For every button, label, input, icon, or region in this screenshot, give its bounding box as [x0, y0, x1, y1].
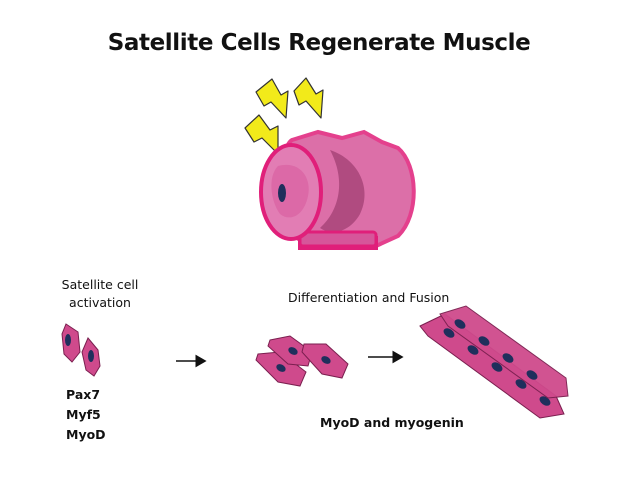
myotube — [419, 313, 565, 419]
myoblast-cell — [301, 343, 349, 379]
satellite-cell — [81, 337, 101, 377]
nucleus-icon — [539, 396, 551, 406]
nucleus-icon — [478, 336, 490, 346]
lightning-icon — [293, 77, 324, 119]
lightning-icon — [244, 114, 279, 155]
marker-myod: MyoD — [66, 427, 106, 442]
marker-pax7: Pax7 — [66, 387, 101, 402]
nucleus-icon — [65, 334, 71, 346]
myod-myogenin-label: MyoD and myogenin — [320, 415, 464, 430]
marker-myf5: Myf5 — [66, 407, 101, 422]
nucleus-icon — [454, 319, 466, 329]
nucleus-icon — [515, 379, 527, 389]
nucleus-icon — [526, 370, 538, 380]
satellite-label-line1: Satellite cell — [61, 277, 139, 292]
nucleus-icon — [467, 345, 479, 355]
marker-list: Pax7 Myf5 MyoD — [66, 385, 106, 445]
myoblast-cell — [267, 335, 313, 367]
nucleus-icon — [276, 364, 286, 372]
nucleus-icon — [278, 184, 286, 202]
satellite-label-line2: activation — [69, 295, 131, 310]
nucleus-icon — [443, 328, 455, 338]
lightning-icon — [255, 78, 289, 119]
nucleus-icon — [502, 353, 514, 363]
satellite-cell — [61, 323, 81, 363]
nucleus-icon — [288, 347, 298, 355]
nucleus-icon — [491, 362, 503, 372]
myotube — [439, 305, 569, 399]
nucleus-icon — [88, 350, 94, 362]
differentiation-fusion-label: Differentiation and Fusion — [288, 290, 450, 305]
satellite-activation-label: Satellite cell activation — [50, 276, 150, 312]
nucleus-icon — [321, 356, 331, 364]
damaged-muscle-fiber — [259, 129, 416, 250]
diagram-title: Satellite Cells Regenerate Muscle — [107, 30, 531, 56]
